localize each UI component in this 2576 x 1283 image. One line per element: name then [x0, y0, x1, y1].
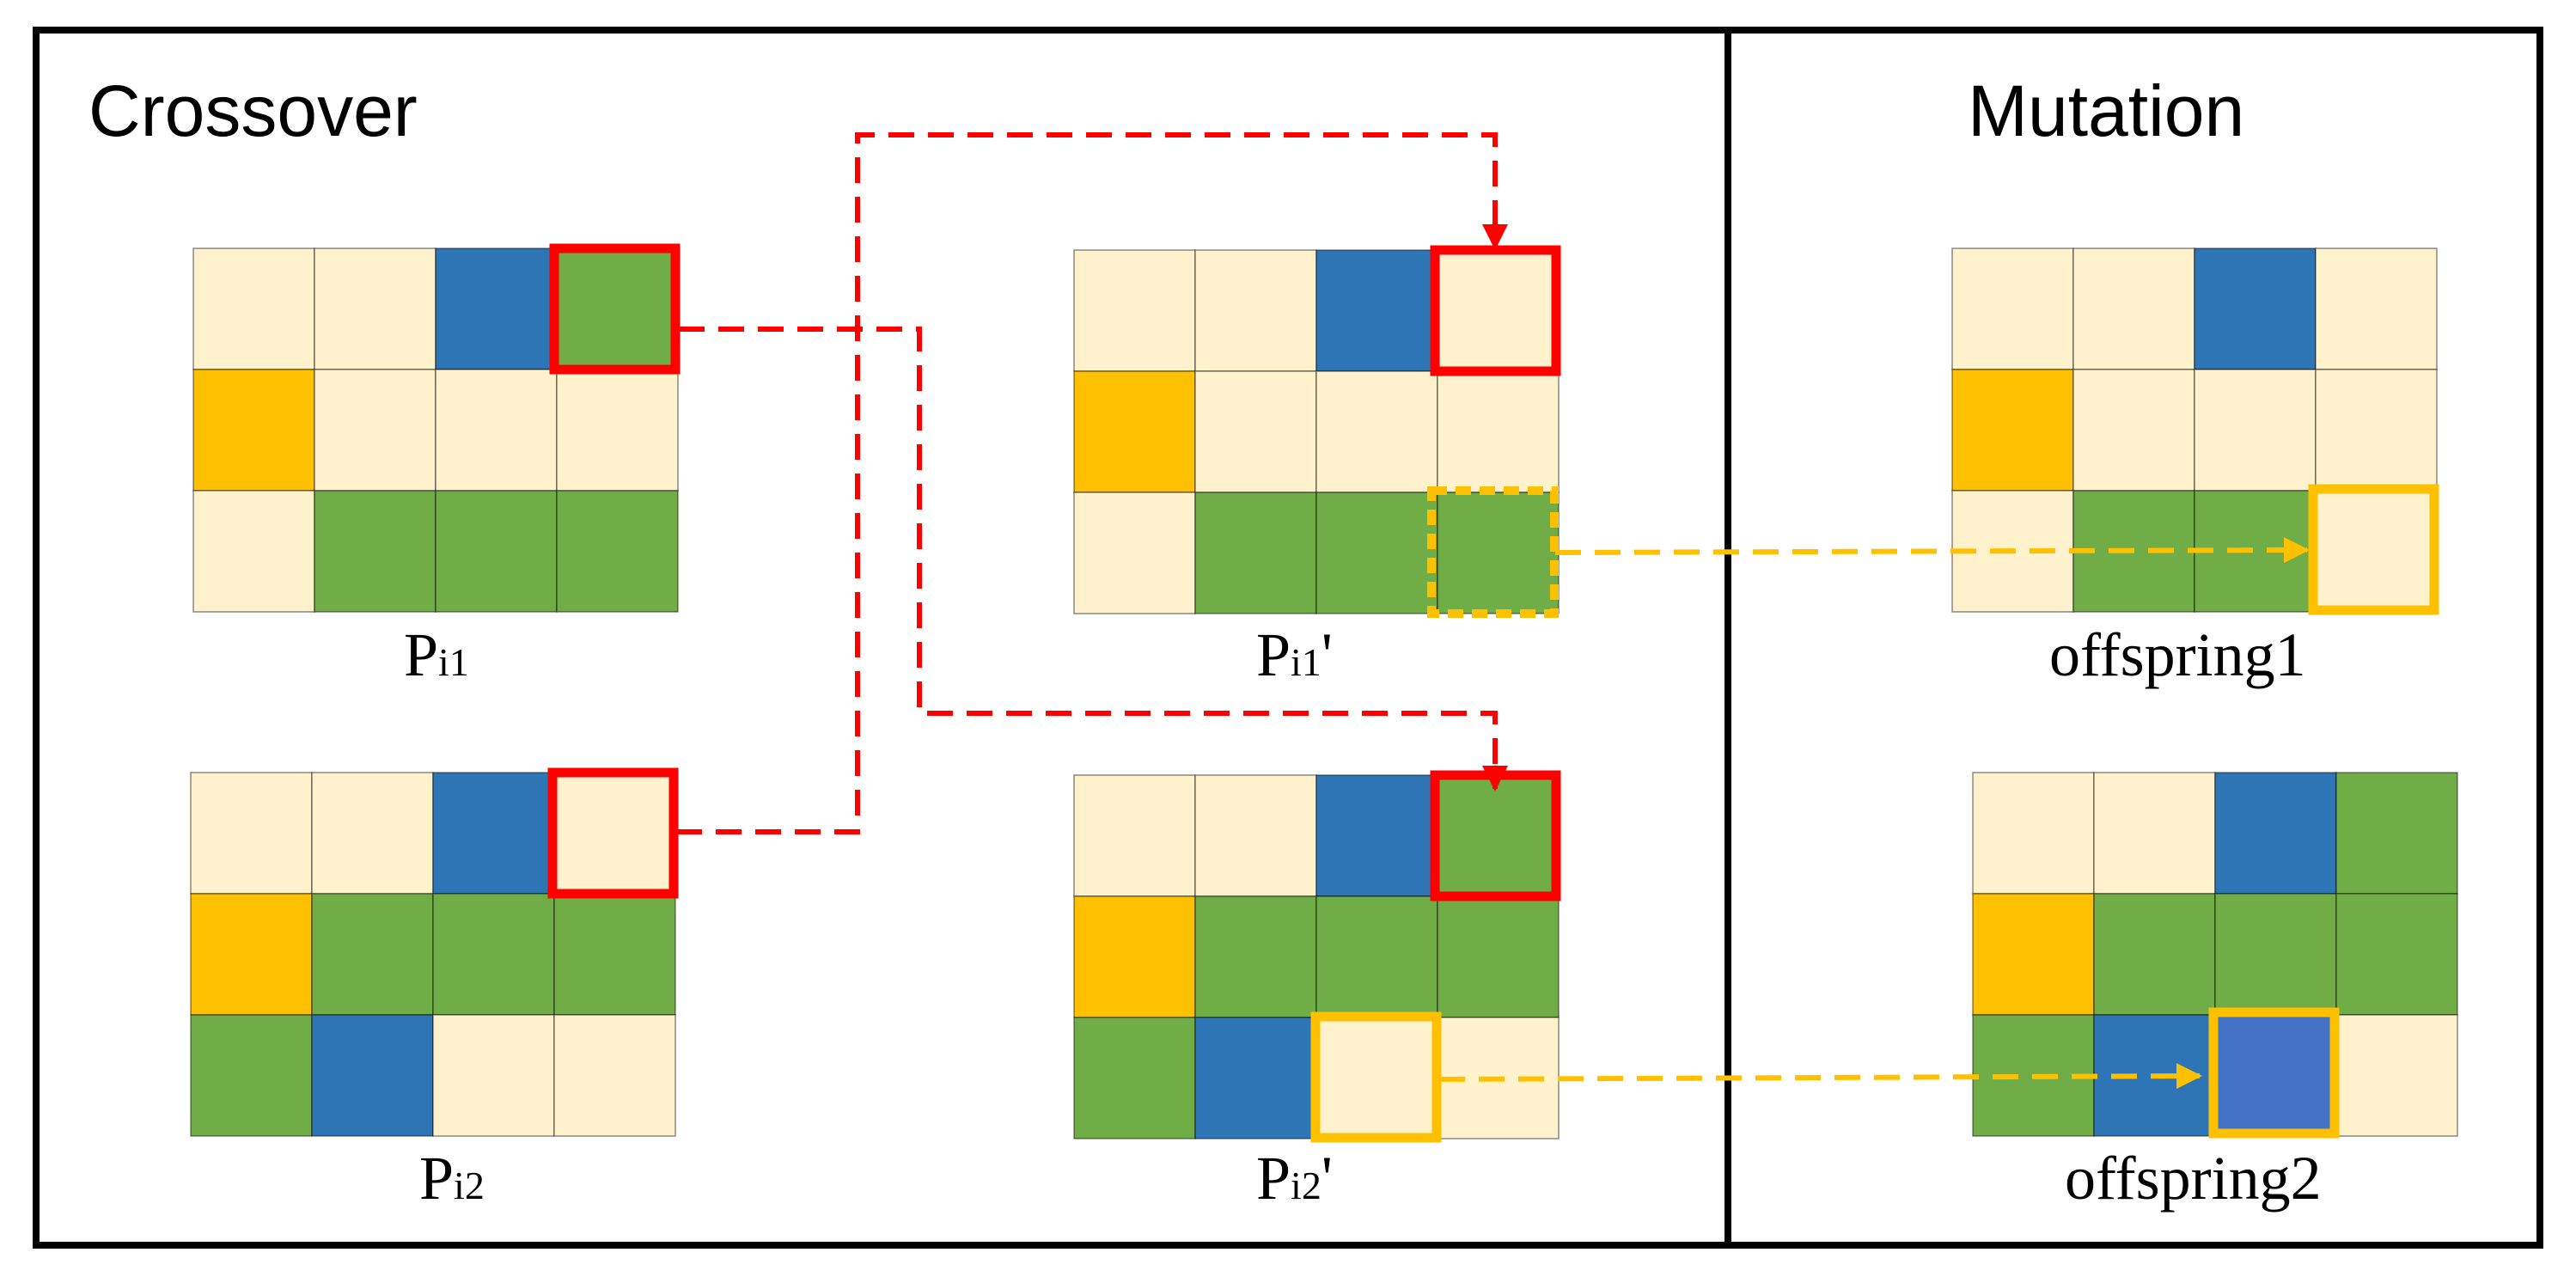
grid-cell-orange — [1073, 895, 1196, 1018]
grid-cell-cream — [2315, 369, 2438, 492]
outer-frame — [33, 27, 2543, 1249]
grid-cell-cream — [1073, 249, 1196, 372]
grid-cell-green — [556, 490, 679, 613]
mutation-path-2 — [1438, 1063, 2202, 1090]
label-offspring1: offspring1 — [2049, 620, 2306, 689]
grid-cell-cream — [311, 772, 434, 895]
grid-cell-green — [556, 247, 679, 370]
crossover-highlight-pi1 — [549, 243, 681, 375]
grid-cell-cream — [435, 369, 558, 492]
grid-cell-cream — [2072, 247, 2195, 370]
grid-cell-cream — [1073, 492, 1196, 614]
grid-cell-blue — [1315, 774, 1438, 897]
grid-cell-orange — [1951, 369, 2074, 492]
grid-cell-orange — [192, 369, 315, 492]
grid-pi1 — [192, 247, 679, 613]
grid-cell-cream — [2315, 490, 2438, 613]
grid-cell-green — [2335, 893, 2458, 1016]
grid-cell-cream — [1315, 370, 1438, 493]
mutation-highlight-pi2prime — [1310, 1011, 1442, 1143]
grid-cell-cream — [2093, 772, 2216, 895]
grid-cell-cream — [1194, 774, 1317, 897]
grid-cell-green — [432, 893, 555, 1016]
label-pi1prime: Pi1' — [1256, 620, 1333, 689]
crossover-path-pi1-to-pi2prime — [679, 327, 1508, 791]
grid-cell-green — [435, 490, 558, 613]
grid-cell-cream — [1315, 1017, 1438, 1139]
grid-cell-cream — [190, 772, 313, 895]
grid-cell-green — [553, 893, 676, 1016]
grid-cell-blue — [435, 247, 558, 370]
mutation-highlight-pi1prime — [1427, 486, 1559, 618]
crossover-title: Crossover — [89, 70, 418, 151]
grid-cell-cream — [314, 247, 436, 370]
grid-cell-cream — [1972, 772, 2095, 895]
grid-cell-blue — [1194, 1017, 1317, 1139]
grid-cell-green — [1437, 774, 1560, 897]
grid-cell-green — [1437, 492, 1560, 614]
label-pi2prime: Pi2' — [1256, 1144, 1333, 1213]
grid-cell-green — [1315, 895, 1438, 1018]
grid-pi2 — [190, 772, 676, 1137]
grid-cell-blue — [311, 1014, 434, 1137]
grid-pi1p — [1073, 249, 1560, 614]
grid-cell-green — [190, 1014, 313, 1137]
grid-cell-green — [311, 893, 434, 1016]
grid-cell-cream — [1437, 370, 1560, 493]
crossover-highlight-pi1prime — [1430, 245, 1561, 376]
mutation-highlight-offspring2 — [2208, 1007, 2340, 1139]
grid-cell-orange — [190, 893, 313, 1016]
grid-cell-blue — [2194, 247, 2317, 370]
grids-layer — [190, 247, 2458, 1139]
grid-cell-green — [1315, 492, 1438, 614]
grid-cell-orange — [1972, 893, 2095, 1016]
grid-cell-cream — [192, 247, 315, 370]
grid-cell-cream — [2194, 369, 2317, 492]
grid-cell-cream — [556, 369, 679, 492]
grid-cell-green — [2214, 893, 2337, 1016]
mutation-highlight-offspring1 — [2308, 484, 2439, 615]
grid-off2 — [1972, 772, 2458, 1137]
grid-cell-green — [1194, 895, 1317, 1018]
grid-cell-mutated_blue — [2214, 1014, 2337, 1137]
grid-cell-cream — [432, 1014, 555, 1137]
grid-cell-cream — [1951, 247, 2074, 370]
grid-cell-orange — [1073, 370, 1196, 493]
crossover-highlight-pi2 — [547, 767, 679, 899]
label-pi2: Pi2 — [419, 1144, 485, 1213]
grid-cell-cream — [553, 1014, 676, 1137]
grid-cell-cream — [2335, 1014, 2458, 1137]
grid-cell-green — [314, 490, 436, 613]
label-offspring2: offspring2 — [2065, 1144, 2322, 1213]
grid-off1 — [1951, 247, 2438, 613]
grid-cell-cream — [1194, 370, 1317, 493]
grid-cell-cream — [192, 490, 315, 613]
grid-cell-blue — [2214, 772, 2337, 895]
grid-cell-green — [2093, 893, 2216, 1016]
grid-cell-blue — [1315, 249, 1438, 372]
grid-cell-blue — [432, 772, 555, 895]
label-pi1: Pi1 — [404, 620, 469, 689]
mutation-path-1 — [1554, 537, 2310, 564]
crossover-path-pi2-to-pi1prime — [676, 132, 1508, 834]
grid-cell-cream — [2072, 369, 2195, 492]
grid-cell-cream — [1073, 774, 1196, 897]
grid-cell-cream — [1437, 249, 1560, 372]
grid-cell-cream — [1194, 249, 1317, 372]
mutation-title: Mutation — [1968, 70, 2244, 151]
grid-cell-green — [1437, 895, 1560, 1018]
grid-cell-cream — [2315, 247, 2438, 370]
grid-cell-cream — [553, 772, 676, 895]
grid-cell-green — [1073, 1017, 1196, 1139]
grid-cell-green — [1194, 492, 1317, 614]
grid-cell-cream — [314, 369, 436, 492]
crossover-highlight-pi2prime — [1430, 770, 1561, 901]
grid-cell-green — [2335, 772, 2458, 895]
